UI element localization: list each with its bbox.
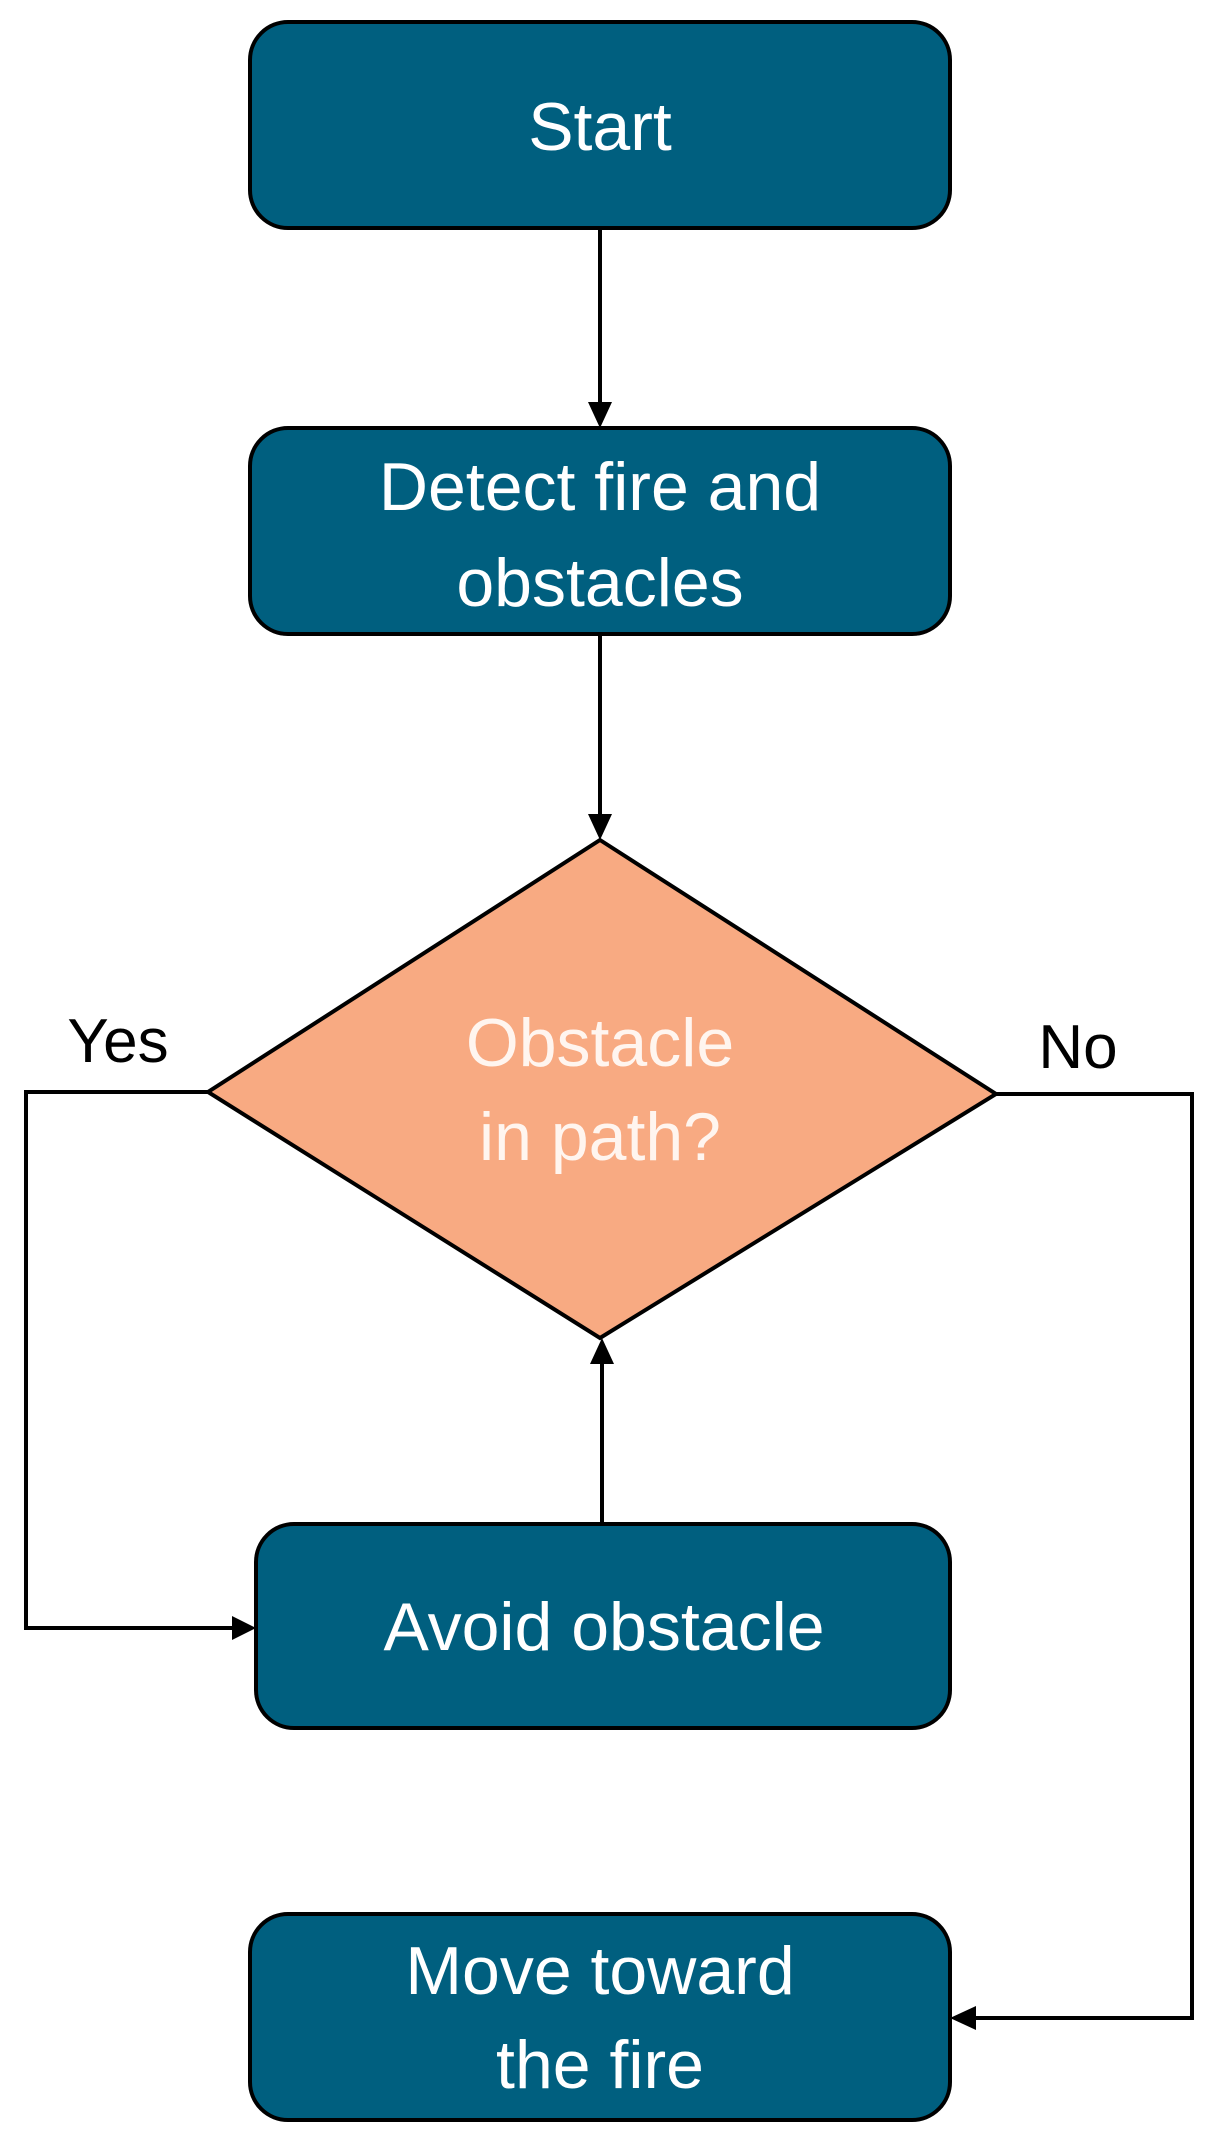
move-label-line-2: the fire: [496, 2027, 704, 2103]
start-node: Start: [248, 20, 952, 230]
arrowhead-move: [950, 2006, 976, 2030]
decision-label-line-1: Obstacle: [466, 1005, 734, 1081]
arrow-no-to-move: [974, 1092, 1194, 2020]
avoid-label: Avoid obstacle: [383, 1589, 824, 1665]
start-label: Start: [528, 89, 672, 165]
detect-label-line-2: obstacles: [456, 545, 743, 621]
connectors: [24, 228, 1194, 2030]
arrowhead-detect: [588, 402, 612, 428]
decision-node: Obstacle in path?: [204, 837, 1000, 1341]
detect-label-line-1: Detect fire and: [379, 449, 821, 525]
arrowhead-avoid: [232, 1616, 256, 1640]
move-label-line-1: Move toward: [405, 1933, 794, 2009]
arrowhead-decision-top: [588, 814, 612, 840]
detect-node: Detect fire and obstacles: [248, 426, 952, 636]
no-label: No: [1038, 1013, 1117, 1082]
avoid-node: Avoid obstacle: [254, 1522, 952, 1730]
yes-label: Yes: [67, 1007, 168, 1076]
move-node: Move toward the fire: [248, 1912, 952, 2122]
decision-label-line-2: in path?: [479, 1099, 721, 1175]
arrowhead-decision-bottom: [590, 1338, 614, 1364]
arrow-yes-to-avoid: [24, 1090, 234, 1630]
